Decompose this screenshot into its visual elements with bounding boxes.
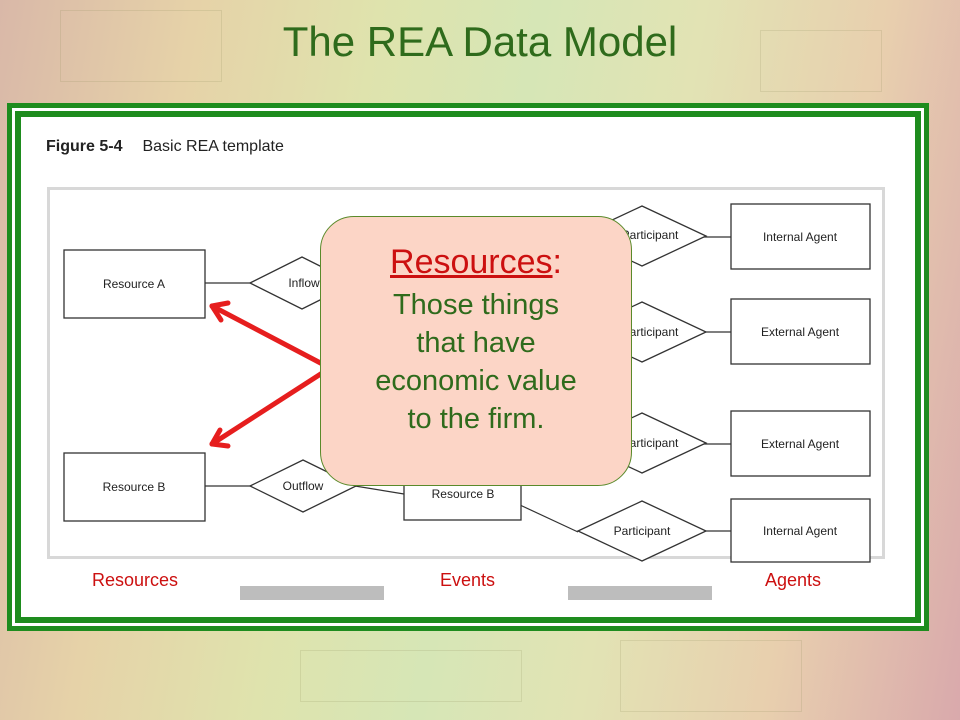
resources-callout: Resources: Those things that have econom… bbox=[320, 216, 632, 486]
background-decoration bbox=[300, 650, 522, 702]
connector-line bbox=[354, 485, 405, 495]
resource-b-label: Resource B bbox=[103, 480, 166, 494]
arrowhead bbox=[209, 441, 231, 449]
resource-a-box bbox=[63, 249, 206, 319]
agent-box bbox=[730, 410, 871, 477]
scan-strip bbox=[240, 586, 384, 600]
agent-box bbox=[730, 203, 871, 270]
callout-line: Those things bbox=[392, 289, 560, 321]
figure-caption: Figure 5-4 Basic REA template bbox=[46, 138, 284, 156]
slide-title: The REA Data Model bbox=[282, 18, 678, 65]
background-decoration bbox=[760, 30, 882, 92]
outflow-label: Outflow bbox=[283, 479, 324, 493]
participant-label: Participant bbox=[614, 524, 671, 538]
inflow-label: Inflow bbox=[288, 276, 320, 290]
agent-box bbox=[730, 298, 871, 365]
agent-label: Internal Agent bbox=[763, 230, 838, 244]
callout-line: that have bbox=[416, 327, 536, 359]
column-label-events: Events bbox=[440, 570, 496, 590]
participant-label: Participant bbox=[622, 325, 679, 339]
participant-label: Participant bbox=[622, 436, 679, 450]
arrow-to-resource-a bbox=[209, 303, 333, 371]
callout-line: to the firm. bbox=[407, 403, 545, 435]
agent-label: External Agent bbox=[761, 437, 840, 451]
arrowhead bbox=[209, 303, 224, 323]
connector-line bbox=[519, 504, 579, 533]
agent-box bbox=[730, 498, 871, 563]
agent-label: External Agent bbox=[761, 325, 840, 339]
callout-term: Resources bbox=[390, 243, 553, 281]
figure-caption-text: Basic REA template bbox=[142, 138, 284, 155]
column-label-resources: Resources bbox=[92, 570, 179, 590]
callout-definition: Those things that have economic value to… bbox=[321, 286, 631, 438]
background-decoration bbox=[620, 640, 802, 712]
callout-colon: : bbox=[552, 243, 562, 281]
scan-strip bbox=[568, 586, 712, 600]
background-decoration bbox=[60, 10, 222, 82]
figure-number: Figure 5-4 bbox=[46, 138, 123, 155]
resource-b-box bbox=[63, 452, 206, 522]
callout-line: economic value bbox=[375, 365, 577, 397]
agent-label: Internal Agent bbox=[763, 524, 838, 538]
column-label-agents: Agents bbox=[765, 570, 822, 590]
event-box-label: Resource B bbox=[432, 487, 495, 501]
participant-diamond bbox=[576, 500, 708, 562]
participant-label: Participant bbox=[622, 228, 679, 242]
resource-a-label: Resource A bbox=[103, 277, 165, 291]
arrowhead bbox=[209, 300, 231, 309]
arrow-to-resource-b bbox=[209, 365, 333, 447]
